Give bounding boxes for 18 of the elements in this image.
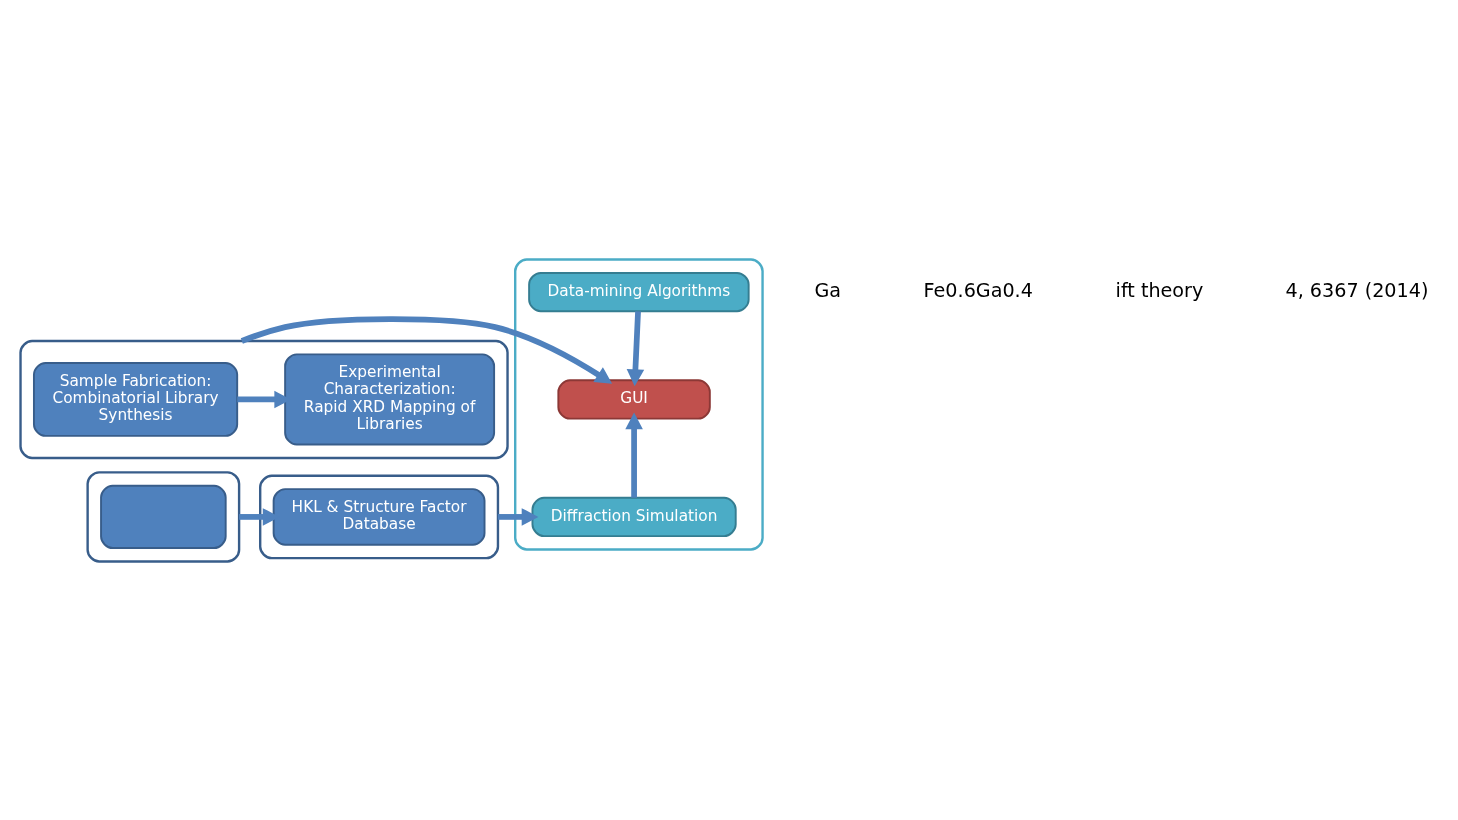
arrow bbox=[497, 507, 539, 526]
arrow bbox=[240, 315, 613, 384]
label: Fe0.6Ga0.4 bbox=[923, 278, 1033, 302]
label: 4, 6367 (2014) bbox=[1285, 278, 1429, 302]
label: Ga bbox=[814, 278, 842, 302]
node-box: GUI bbox=[557, 378, 711, 420]
node-box: Diffraction Simulation bbox=[531, 496, 737, 537]
arrow bbox=[626, 310, 645, 386]
node-box: Data-mining Algorithms bbox=[528, 271, 750, 312]
arrow bbox=[625, 412, 643, 498]
cluster bbox=[514, 257, 764, 551]
cluster bbox=[19, 339, 509, 459]
cluster bbox=[86, 470, 241, 563]
node-box bbox=[100, 484, 227, 549]
node-box: HKL & Structure Factor Database bbox=[272, 487, 486, 546]
label: ift theory bbox=[1115, 278, 1204, 302]
node-box: Experimental Characterization: Rapid XRD Mapping of Libraries bbox=[284, 352, 496, 445]
node-box: Sample Fabrication: Combinatorial Library Synthesis bbox=[33, 361, 239, 437]
